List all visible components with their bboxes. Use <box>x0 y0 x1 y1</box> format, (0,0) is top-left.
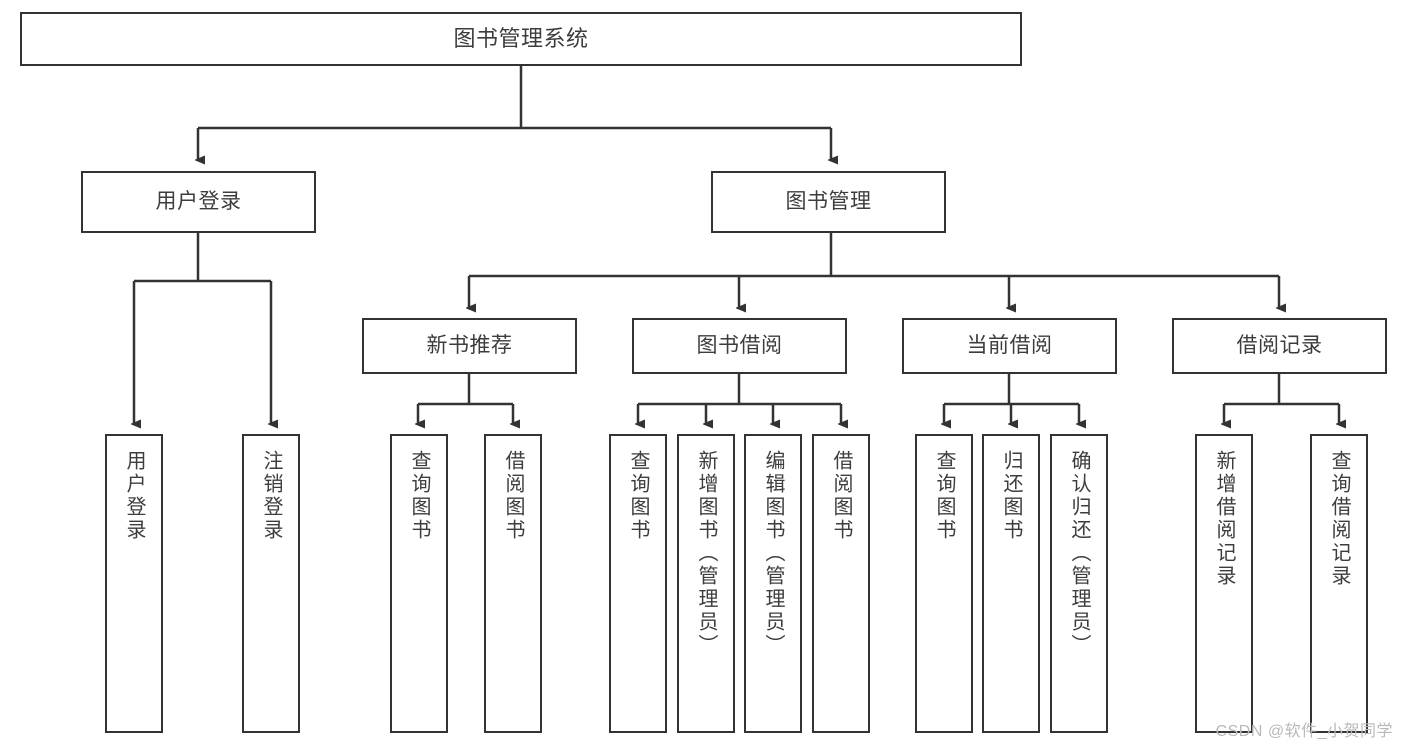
node-label: 图书管理系统 <box>453 26 589 52</box>
node-borrowing-record[interactable]: 借阅记录 <box>1172 318 1387 374</box>
node-label: 查询借阅记录 <box>1328 450 1350 588</box>
node-label: 查询图书 <box>627 450 649 542</box>
leaf-current-return-books[interactable]: 归还图书 <box>982 434 1040 733</box>
node-label: 新增借阅记录 <box>1213 450 1235 588</box>
leaf-borrow-edit-book-admin[interactable]: 编辑图书（管理员） <box>744 434 802 733</box>
node-label: 用户登录 <box>123 450 145 542</box>
leaf-borrow-add-book-admin[interactable]: 新增图书（管理员） <box>677 434 735 733</box>
leaf-user-login-logout[interactable]: 注销登录 <box>242 434 300 733</box>
leaf-current-confirm-return-admin[interactable]: 确认归还（管理员） <box>1050 434 1108 733</box>
node-new-book-recommendation[interactable]: 新书推荐 <box>362 318 577 374</box>
node-root-book-management-system[interactable]: 图书管理系统 <box>20 12 1022 66</box>
node-label: 归还图书 <box>1000 450 1022 542</box>
node-book-management[interactable]: 图书管理 <box>711 171 946 233</box>
node-label: 新书推荐 <box>426 333 513 357</box>
leaf-record-query-borrow-record[interactable]: 查询借阅记录 <box>1310 434 1368 733</box>
node-label: 确认归还（管理员） <box>1068 450 1090 657</box>
node-book-borrowing[interactable]: 图书借阅 <box>632 318 847 374</box>
node-label: 查询图书 <box>408 450 430 542</box>
leaf-current-query-books[interactable]: 查询图书 <box>915 434 973 733</box>
leaf-user-login-login[interactable]: 用户登录 <box>105 434 163 733</box>
node-label: 图书管理 <box>785 189 872 213</box>
node-label: 编辑图书（管理员） <box>762 450 784 657</box>
node-label: 图书借阅 <box>696 333 783 357</box>
node-user-login[interactable]: 用户登录 <box>81 171 316 233</box>
node-current-borrowing[interactable]: 当前借阅 <box>902 318 1117 374</box>
node-label: 查询图书 <box>933 450 955 542</box>
node-label: 借阅图书 <box>830 450 852 542</box>
node-label: 新增图书（管理员） <box>695 450 717 657</box>
leaf-new-book-query-books[interactable]: 查询图书 <box>390 434 448 733</box>
leaf-new-book-borrow-books[interactable]: 借阅图书 <box>484 434 542 733</box>
node-label: 用户登录 <box>155 189 242 213</box>
leaf-borrow-query-books[interactable]: 查询图书 <box>609 434 667 733</box>
leaf-borrow-borrow-books[interactable]: 借阅图书 <box>812 434 870 733</box>
node-label: 注销登录 <box>260 450 282 542</box>
watermark-text: CSDN @软件_小贺同学 <box>1215 723 1393 740</box>
node-label: 借阅记录 <box>1236 333 1323 357</box>
node-label: 借阅图书 <box>502 450 524 542</box>
leaf-record-add-borrow-record[interactable]: 新增借阅记录 <box>1195 434 1253 733</box>
node-label: 当前借阅 <box>966 333 1053 357</box>
